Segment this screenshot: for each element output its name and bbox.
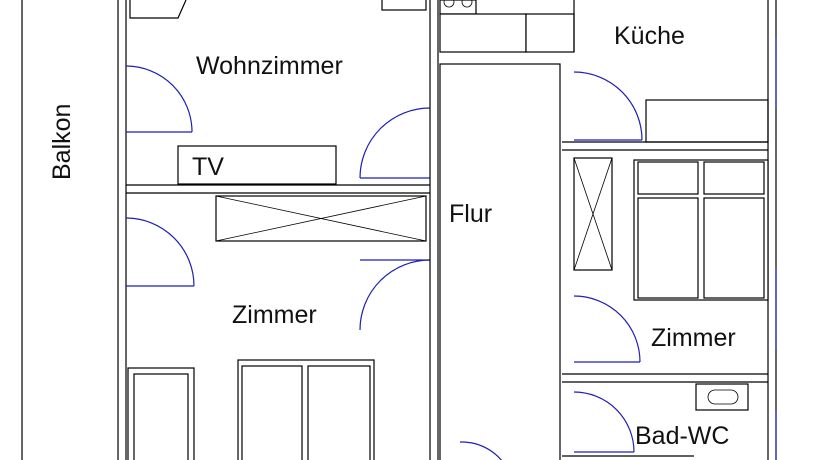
tv-unit bbox=[177, 145, 337, 185]
living-door-swing bbox=[125, 65, 193, 133]
wardrobe bbox=[215, 195, 427, 242]
sink bbox=[695, 383, 749, 411]
tv-label: TV bbox=[192, 153, 224, 181]
balcony-label: Balkon bbox=[48, 104, 76, 180]
bathroom-door-swing bbox=[573, 391, 635, 453]
living-room: TV Wohnzimmer bbox=[125, 0, 431, 194]
bathroom: Bad-WC bbox=[562, 383, 749, 457]
left-room-door-swing bbox=[125, 217, 195, 287]
kitchen-door-swing bbox=[573, 71, 643, 141]
right-room-label: Zimmer bbox=[651, 324, 736, 352]
left-room-label: Zimmer bbox=[232, 301, 317, 329]
bottom-door-swing bbox=[459, 441, 503, 460]
living-hall-door-swing bbox=[359, 107, 431, 179]
left-room-hall-door-swing bbox=[359, 259, 431, 331]
kitchen-label: Küche bbox=[614, 22, 685, 50]
bathroom-label: Bad-WC bbox=[635, 422, 729, 450]
hall-label: Flur bbox=[449, 200, 492, 228]
balcony-area: Balkon bbox=[21, 0, 127, 460]
hall: Flur bbox=[429, 0, 561, 460]
right-room-door-swing bbox=[573, 295, 641, 363]
left-room: Zimmer bbox=[125, 217, 431, 460]
right-room: Zimmer bbox=[562, 157, 769, 383]
living-room-label: Wohnzimmer bbox=[196, 52, 343, 80]
